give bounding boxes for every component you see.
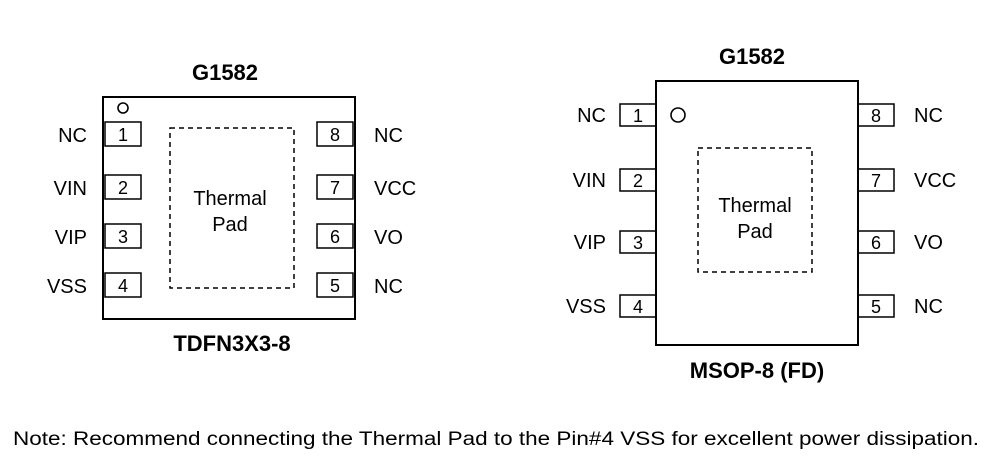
tdfn-pin-3-number: 3 — [118, 227, 128, 247]
msop-pin-7-number: 7 — [871, 171, 881, 191]
tdfn-pin-5-box — [316, 272, 354, 298]
tdfn-pin-5-number: 5 — [330, 276, 340, 296]
tdfn-pin-4-number: 4 — [118, 276, 128, 296]
msop-pin-5-label: NC — [914, 296, 943, 318]
tdfn-pin-6-number: 6 — [330, 227, 340, 247]
tdfn-thermal-pad — [169, 127, 295, 289]
msop-pin-4-box — [619, 294, 657, 318]
msop-pin-2-number: 2 — [633, 171, 643, 191]
tdfn-pin-1-label: NC — [58, 125, 87, 147]
tdfn-pin-2-box — [104, 174, 142, 200]
msop-pin-5-number: 5 — [871, 297, 881, 317]
tdfn-pin1-marker — [117, 102, 129, 114]
tdfn-pin-2-label: VIN — [54, 178, 87, 200]
tdfn-package-name: TDFN3X3-8 — [173, 331, 290, 356]
msop-pin-1-label: NC — [577, 105, 606, 127]
tdfn-thermal-pad-label-line2: Pad — [212, 214, 248, 236]
tdfn-pin-8-box — [316, 121, 354, 147]
msop-pin-3-label: VIP — [574, 232, 606, 254]
note-text: Note: Recommend connecting the Thermal P… — [13, 429, 979, 450]
tdfn-pin-3-box — [104, 223, 142, 249]
tdfn-pin-1-box — [104, 121, 142, 147]
tdfn-pin-2-number: 2 — [118, 178, 128, 198]
tdfn-pin-3: 3 VIP — [55, 223, 142, 249]
msop-thermal-pad — [697, 147, 813, 273]
tdfn-pin-6: 6 VO — [316, 223, 403, 249]
msop-pin-4-label: VSS — [566, 296, 606, 318]
tdfn-pin-4-label: VSS — [47, 276, 87, 298]
msop-package-name: MSOP-8 (FD) — [690, 358, 824, 383]
tdfn-body — [102, 96, 356, 320]
tdfn-pin-7: 7 VCC — [316, 174, 416, 200]
tdfn-pin-6-label: VO — [374, 227, 403, 249]
msop-pin-1-number: 1 — [633, 106, 643, 126]
tdfn-pin-2: 2 VIN — [54, 174, 142, 200]
tdfn-pin-7-label: VCC — [374, 178, 416, 200]
tdfn-thermal-pad-label-line1: Thermal — [193, 188, 266, 210]
msop-pin-2-box — [619, 168, 657, 192]
tdfn-pin-1-number: 1 — [118, 125, 128, 145]
msop-thermal-pad-label-line1: Thermal — [718, 195, 791, 217]
msop-pin-4: 4 VSS — [566, 294, 657, 318]
tdfn-pin-5-label: NC — [374, 276, 403, 298]
msop-thermal-pad-label-line2: Pad — [737, 221, 773, 243]
msop-pin-3-number: 3 — [633, 233, 643, 253]
tdfn-package: G1582 Thermal Pad 1 NC 2 VIN 3 VIP 4 VSS — [47, 60, 416, 356]
msop-pin-2-label: VIN — [573, 170, 606, 192]
msop-pin-8-number: 8 — [871, 106, 881, 126]
msop-pin-8-box — [857, 103, 895, 127]
tdfn-pin-3-label: VIP — [55, 227, 87, 249]
msop-pin-6-number: 6 — [871, 233, 881, 253]
tdfn-pin-7-box — [316, 174, 354, 200]
msop-pin-5: 5 NC — [857, 294, 943, 318]
msop-pin-2: 2 VIN — [573, 168, 657, 192]
msop-pin-5-box — [857, 294, 895, 318]
msop-pin1-marker — [670, 107, 686, 123]
msop-pin-3-box — [619, 230, 657, 254]
msop-pin-4-number: 4 — [633, 297, 643, 317]
tdfn-pin-1: 1 NC — [58, 121, 142, 147]
tdfn-pin-4: 4 VSS — [47, 272, 142, 298]
msop-pin-8: 8 NC — [857, 103, 943, 127]
msop-body — [655, 80, 859, 346]
msop-chip-name: G1582 — [719, 44, 785, 69]
tdfn-pin-8-number: 8 — [330, 125, 340, 145]
msop-pin-8-label: NC — [914, 105, 943, 127]
tdfn-pin-5: 5 NC — [316, 272, 403, 298]
msop-pin-7-box — [857, 168, 895, 192]
msop-pin-6-label: VO — [914, 232, 943, 254]
msop-pin-1: 1 NC — [577, 103, 657, 127]
msop-pin-1-box — [619, 103, 657, 127]
tdfn-chip-name: G1582 — [192, 60, 258, 85]
msop-pin-7-label: VCC — [914, 170, 956, 192]
tdfn-pin-6-box — [316, 223, 354, 249]
msop-pin-3: 3 VIP — [574, 230, 657, 254]
tdfn-pin-8-label: NC — [374, 125, 403, 147]
tdfn-pin-4-box — [104, 272, 142, 298]
msop-pin-6: 6 VO — [857, 230, 943, 254]
tdfn-pin-7-number: 7 — [330, 178, 340, 198]
msop-pin-7: 7 VCC — [857, 168, 956, 192]
msop-pin-6-box — [857, 230, 895, 254]
msop-package: G1582 Thermal Pad 1 NC 2 VIN 3 VIP 4 VSS — [566, 44, 956, 383]
tdfn-pin-8: 8 NC — [316, 121, 403, 147]
